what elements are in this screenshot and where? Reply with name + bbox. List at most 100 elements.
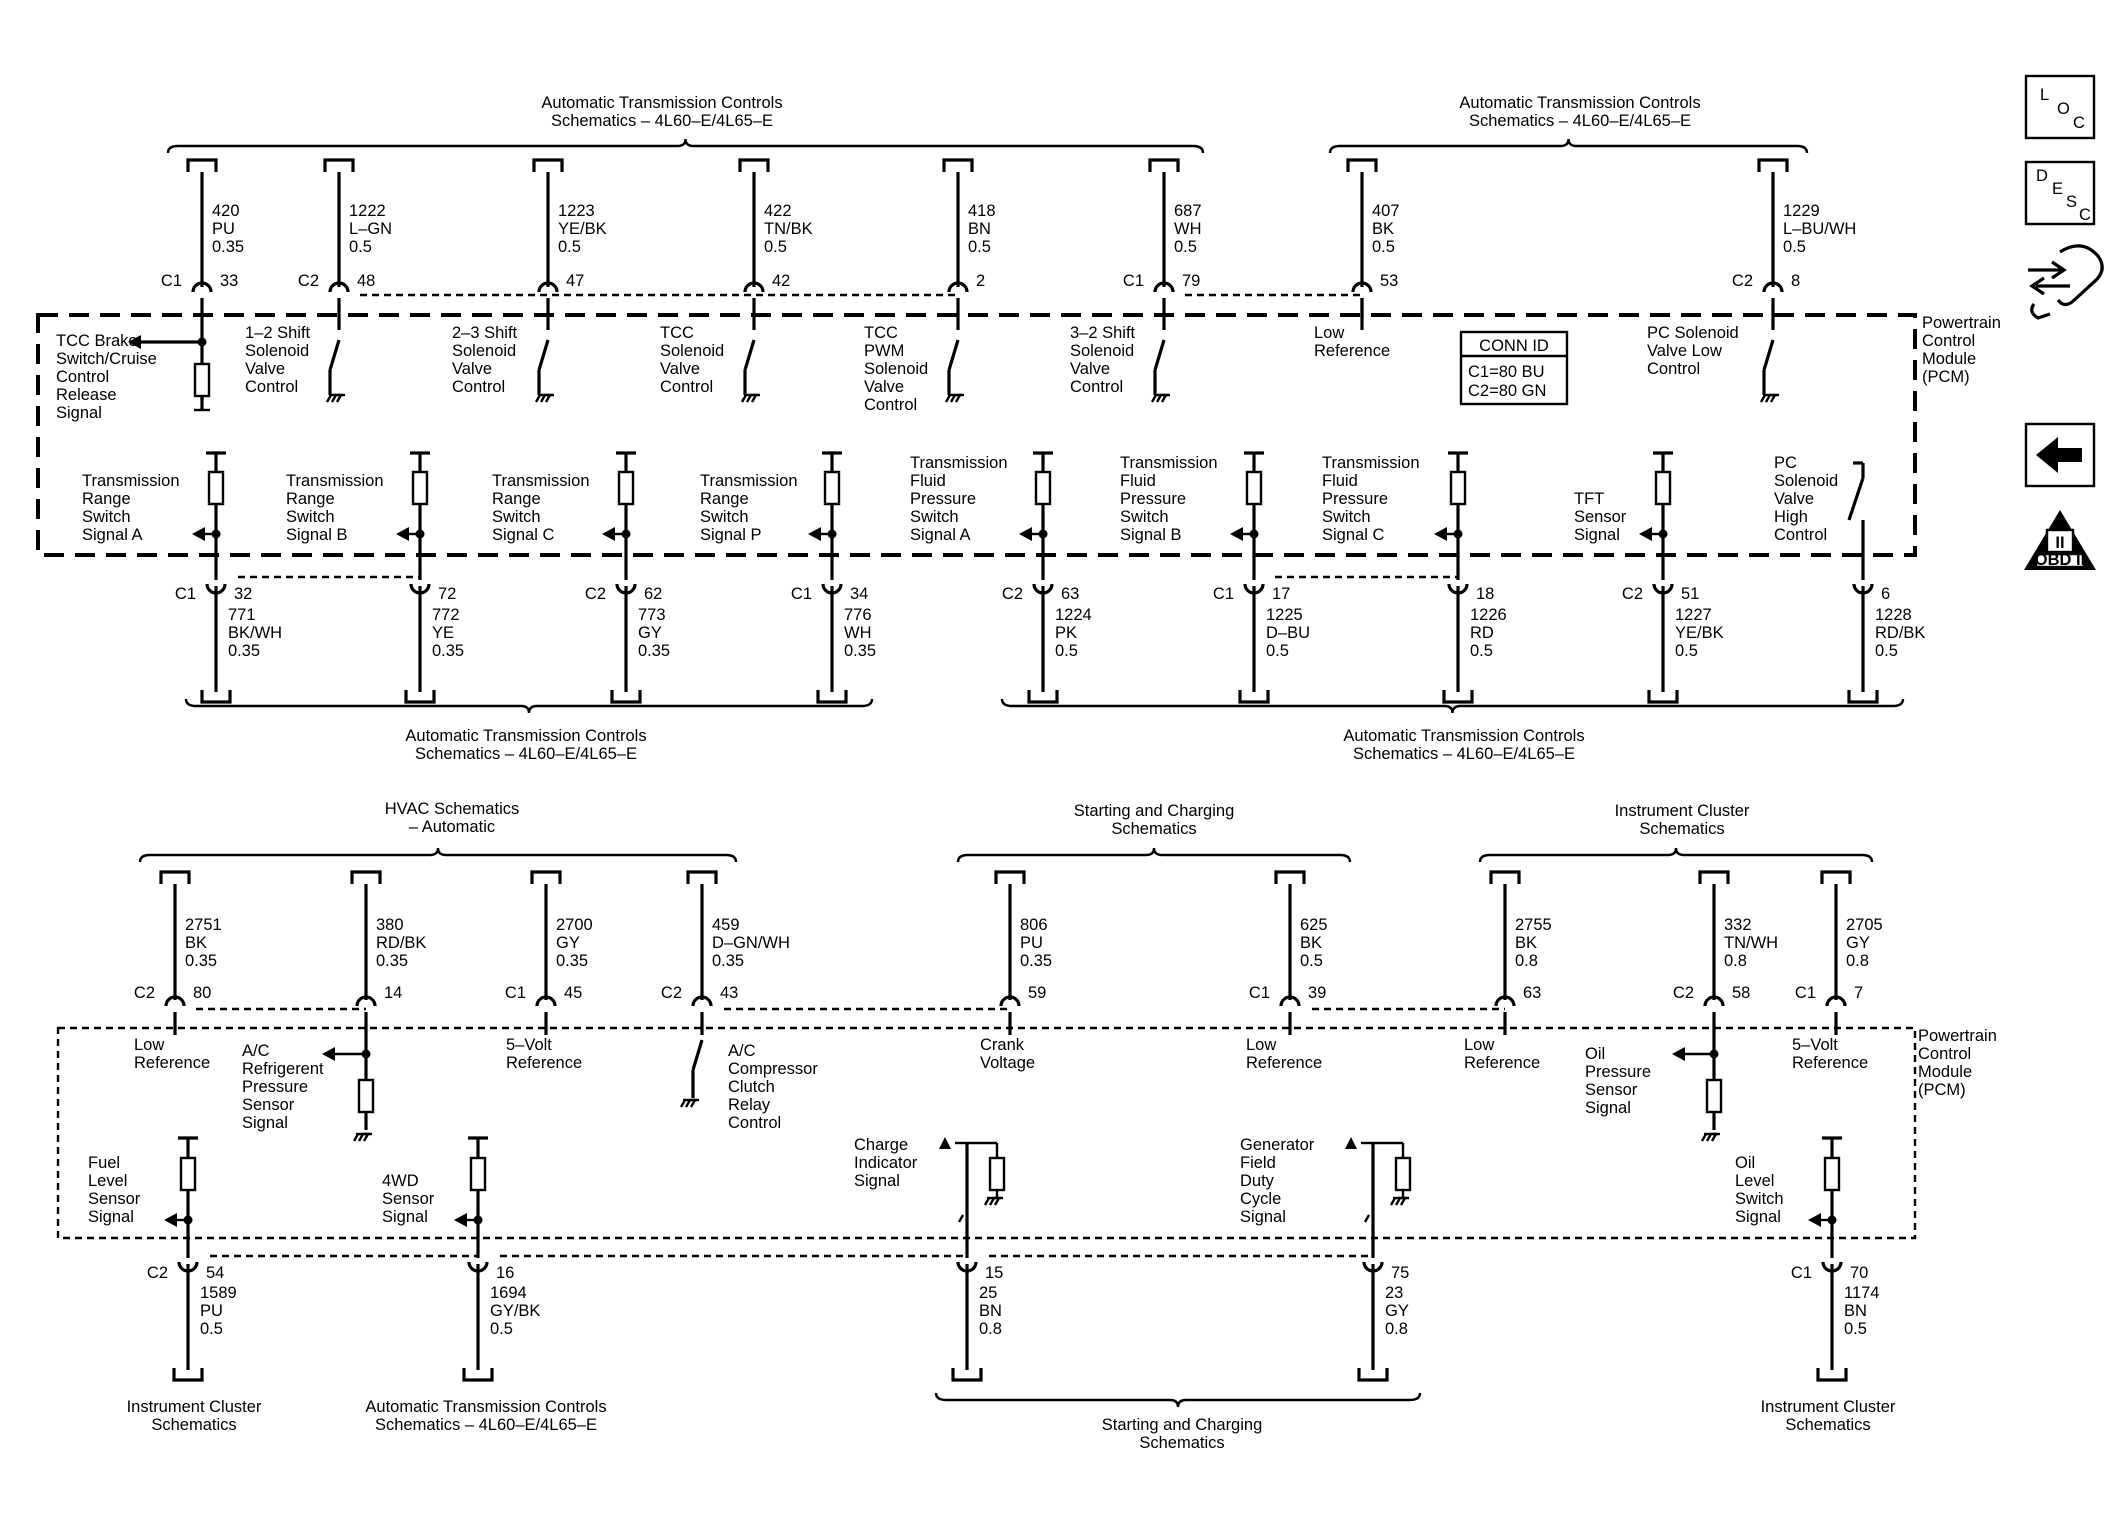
wire-color: BN — [1844, 1302, 1867, 1320]
circuit-label: Signal P — [700, 526, 761, 544]
desc-letter: D — [2036, 167, 2048, 185]
resistor-icon — [617, 470, 635, 506]
arrow-left-icon — [396, 527, 409, 541]
wire-gauge: 0.5 — [1875, 642, 1898, 660]
wire-color: RD/BK — [1875, 624, 1925, 642]
wire-gauge: 0.35 — [844, 642, 876, 660]
ground-icon — [534, 393, 554, 403]
wire — [1700, 1133, 1708, 1142]
circuit-number: 1229 — [1783, 202, 1820, 220]
circuit-label: Low — [1464, 1036, 1494, 1054]
reference-text: Schematics — [151, 1416, 236, 1434]
connector-cavity-icon — [947, 281, 969, 293]
obd2-strip[interactable] — [2034, 552, 2086, 569]
circuit-label: Transmission — [700, 472, 798, 490]
terminal-icon — [942, 158, 974, 172]
circuit-label: Pressure — [242, 1078, 308, 1096]
circuit-label: Range — [286, 490, 335, 508]
terminal-icon — [994, 870, 1026, 884]
circuit-label: Sensor — [88, 1190, 141, 1208]
ground-icon — [1150, 393, 1170, 403]
pin-number: 16 — [496, 1264, 514, 1282]
resistor-icon — [411, 470, 429, 506]
arrow-left-icon — [808, 527, 821, 541]
loc-button[interactable]: LOC — [2024, 74, 2096, 140]
circuit-label: Signal — [1240, 1208, 1286, 1226]
bottom-upper-internal: LowReferenceA/CRefrigerentPressureSensor… — [134, 1035, 1868, 1142]
circuit-label: Sensor — [1585, 1081, 1638, 1099]
wire — [2056, 244, 2104, 307]
circuit-number: 1223 — [558, 202, 595, 220]
wire-gauge: 0.8 — [1515, 952, 1538, 970]
circuit-label: Transmission — [286, 472, 384, 490]
circuit-label: Switch — [286, 508, 335, 526]
wire-color: BN — [968, 220, 991, 238]
wrench-tools-icon[interactable] — [2028, 244, 2104, 320]
wire — [362, 1133, 370, 1142]
wire-color: PK — [1055, 624, 1077, 642]
wire-gauge: 0.8 — [979, 1320, 1002, 1338]
wire-gauge: 0.5 — [1783, 238, 1806, 256]
circuit-label: Valve — [1070, 360, 1110, 378]
reference-top_left: Automatic Transmission ControlsSchematic… — [166, 94, 1205, 154]
circuit-label: Signal — [1735, 1208, 1781, 1226]
circuit-label: Charge — [854, 1136, 908, 1154]
circuit-label: Solenoid — [1070, 342, 1134, 360]
wire-color: RD/BK — [376, 934, 426, 952]
wire — [988, 1197, 996, 1206]
obd2-text: OBD II — [2035, 551, 2085, 569]
reference-text: Automatic Transmission Controls — [541, 94, 782, 112]
connector-id: C2 — [1002, 585, 1023, 603]
wire — [1155, 394, 1163, 403]
circuit-label: Signal B — [1120, 526, 1181, 544]
resistor-icon — [193, 362, 211, 398]
obd2-badge[interactable] — [2045, 528, 2075, 554]
wire — [689, 1099, 697, 1108]
reference-brace — [1000, 698, 1905, 714]
ground-icon — [1700, 1132, 1720, 1142]
wire-color: WH — [844, 624, 872, 642]
wire — [352, 1133, 360, 1142]
pin-number: 32 — [234, 585, 252, 603]
reference-text: – Automatic — [409, 818, 495, 836]
loc-frame[interactable] — [2024, 74, 2096, 140]
arrow-left-icon — [1434, 527, 1447, 541]
circuit-number: 1694 — [490, 1284, 527, 1302]
connector-id: C1 — [1123, 272, 1144, 290]
arrow-left-icon[interactable] — [2036, 437, 2082, 473]
module-label: Control — [1918, 1045, 1971, 1063]
wire — [1759, 394, 1767, 403]
module-label: (PCM) — [1922, 368, 1970, 386]
back-button[interactable] — [2024, 422, 2096, 488]
wire-gauge: 0.5 — [1266, 642, 1289, 660]
wire-color: TN/BK — [764, 220, 813, 238]
circuit-label: Range — [700, 490, 749, 508]
terminal-icon — [462, 1368, 494, 1382]
desc-frame[interactable] — [2024, 160, 2096, 226]
circuit-label: Switch — [700, 508, 749, 526]
circuit-label: Control — [1070, 378, 1123, 396]
pin-number: 54 — [206, 1264, 224, 1282]
arrow-left-icon — [322, 1047, 335, 1061]
circuit-label: Control — [660, 378, 713, 396]
circuit-label: Signal — [242, 1114, 288, 1132]
wire-color: BK — [185, 934, 207, 952]
reference-brace — [166, 138, 1205, 154]
resistor-icon — [1394, 1156, 1412, 1192]
connector-id: C1 — [791, 585, 812, 603]
circuit-number: 806 — [1020, 916, 1048, 934]
circuit-label: Switch — [492, 508, 541, 526]
wire — [1769, 394, 1777, 403]
